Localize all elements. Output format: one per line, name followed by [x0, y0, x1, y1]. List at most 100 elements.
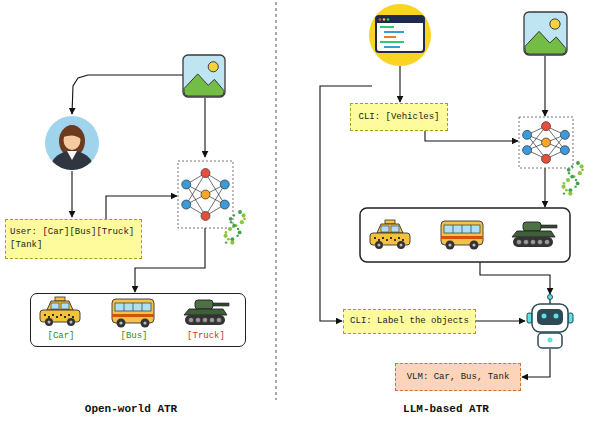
flow-arrow: [204, 98, 205, 157]
vehicle-label: [Truck]: [187, 331, 225, 341]
wheel-hub: [48, 321, 51, 324]
flow-arrow: [135, 228, 205, 292]
dna-dot: [563, 182, 566, 185]
network-neuron: [560, 146, 569, 155]
bus-body: [441, 221, 483, 245]
taxi-window: [61, 303, 69, 309]
wheel-hub: [472, 243, 475, 246]
bus-icon: [112, 299, 154, 328]
flow-arrow: [399, 66, 400, 102]
flow-arrow: [544, 168, 545, 207]
network-link: [186, 173, 205, 204]
box-text: User: [Car][Bus][Truck] [Tank]: [10, 226, 137, 252]
robot-light: [548, 338, 553, 343]
image-icon: [524, 12, 567, 55]
dna-dot: [237, 228, 239, 230]
network-neuron: [201, 211, 210, 220]
network-neuron: [542, 154, 551, 163]
bus-windows: [115, 303, 151, 311]
vehicle-label: [Car]: [47, 331, 74, 341]
dna-dot: [230, 221, 232, 223]
bus-body: [112, 299, 154, 323]
network-neuron: [523, 146, 532, 155]
dna-dot: [238, 231, 242, 235]
bus-window-divider: [142, 303, 143, 311]
vehicle-group-box: [360, 208, 570, 262]
network-neuron: [542, 138, 551, 147]
robot-eye: [554, 314, 559, 319]
tank-track: [513, 237, 553, 247]
panel-divider: [276, 2, 277, 400]
code-line: [380, 41, 404, 43]
taxi-icon: [40, 297, 80, 326]
dna-dot: [561, 185, 565, 189]
wheel: [45, 318, 53, 326]
flow-arrow: [71, 171, 72, 217]
window-dot: [379, 18, 382, 21]
dna-dot: [578, 171, 582, 175]
dna-dot: [238, 210, 242, 214]
wheel: [397, 241, 405, 249]
dna-dot: [223, 234, 227, 238]
avatar-fringe: [63, 129, 81, 139]
tank-icon: [184, 300, 229, 325]
taxi-cabin: [47, 301, 73, 310]
dna-dot: [232, 224, 236, 228]
avatar-background: [45, 116, 99, 170]
bus-stripe: [441, 236, 483, 239]
bus-window-divider: [471, 225, 472, 233]
taxi-window: [391, 226, 399, 232]
network-neuron: [182, 200, 191, 209]
tank-wheel: [202, 317, 207, 322]
taxi-checker: [374, 237, 376, 239]
bus-window-divider: [453, 225, 454, 233]
wheel: [375, 241, 383, 249]
robot-eye: [542, 314, 547, 319]
dna-dot: [227, 238, 230, 241]
taxi-checker: [382, 237, 384, 239]
wheel-hub: [378, 244, 381, 247]
taxi-icon: [370, 220, 410, 249]
tank-wheel: [516, 239, 521, 244]
bus-window-divider: [462, 225, 463, 233]
panel-title: LLM-based ATR: [403, 403, 489, 415]
window-dot: [387, 18, 390, 21]
dna-dot: [576, 161, 580, 165]
network-neuron: [542, 122, 551, 131]
taxi-checker: [390, 237, 392, 239]
network-neuron: [220, 200, 229, 209]
flow-arrow: [522, 349, 550, 377]
wheel-hub: [448, 243, 451, 246]
robot-body: [538, 333, 562, 348]
panel-title: Open-world ATR: [85, 403, 177, 415]
taxi-sign: [55, 297, 65, 301]
robot-head: [532, 304, 568, 332]
network-frame: [519, 117, 573, 168]
dna-dot: [225, 241, 227, 243]
network-neuron: [523, 130, 532, 139]
wheel: [117, 319, 126, 328]
tank-wheel: [544, 239, 549, 244]
command-box: CLI: Label the objects: [343, 309, 476, 334]
code-line: [384, 36, 396, 38]
tank-gun: [539, 225, 557, 228]
wheel: [141, 319, 150, 328]
network-neuron: [182, 180, 191, 189]
flow-arrow: [476, 320, 525, 321]
tank-wheel: [537, 239, 542, 244]
dna-dot: [230, 241, 234, 245]
dna-dot: [241, 213, 245, 217]
terminal-icon: [369, 4, 431, 66]
box-text: CLI: [Vehicles]: [358, 112, 439, 123]
dna-dot: [228, 227, 232, 231]
dna-dot: [581, 168, 584, 171]
dna-dot: [565, 189, 568, 192]
code-line: [384, 31, 404, 33]
tank-wheel: [216, 317, 221, 322]
code-line: [384, 46, 400, 48]
wheel: [67, 318, 75, 326]
tank-hull: [512, 231, 555, 237]
dna-dot: [563, 192, 565, 194]
tank-wheel: [530, 239, 535, 244]
